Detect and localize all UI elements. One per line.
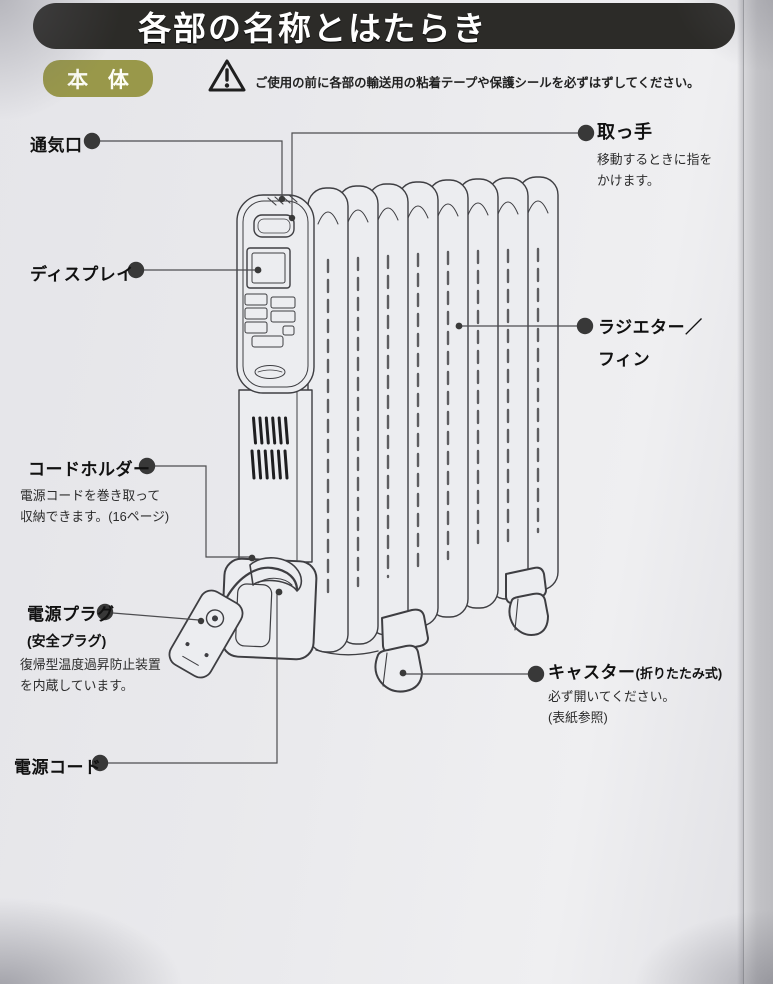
power-plug-label: 電源プラグ [27,605,115,624]
handle-desc-line1: 移動するときに指を [597,152,713,167]
page-right-edge [737,0,773,984]
dot-caster [527,665,545,683]
heater-base [238,389,313,563]
page-title-banner: 各部の名称とはたらき [33,3,735,49]
caster-desc-line1: 必ず開いてください。 [548,689,676,704]
cord-holder-label: コードホルダー [28,460,151,479]
caster-desc-line2: (表紙参照) [548,709,608,725]
caster-label: キャスター [548,663,636,682]
top-slot [253,214,295,238]
rear-caster-drawing [505,566,549,636]
power-plug-drawing [168,589,244,679]
power-cord-drawing [225,566,299,599]
dot-cord-holder [138,457,156,475]
power-plug-desc-line1: 復帰型温度過昇防止装置 [20,657,161,672]
label-cord-holder: コードホルダー 電源コードを巻き取って 収納できます。(16ページ) [20,455,169,527]
label-power-plug: 電源プラグ (安全プラグ) 復帰型温度過昇防止装置 を内蔵しています。 [20,600,161,696]
air-vent-grille [250,416,289,480]
label-handle: 取っ手 移動するときに指を かけます。 [597,118,712,191]
leader-power-plug [112,612,200,621]
power-plug-desc-line2: を内蔵しています。 [20,677,134,693]
control-buttons [244,293,296,348]
brand-logo [254,365,286,379]
dot-display [127,261,145,279]
radiator-fins [307,176,559,653]
leader-lines [100,132,578,764]
cord-holder-desc-line2: 収納できます。(16ページ) [20,508,170,524]
dot-radiator [576,317,594,335]
caster-heading: キャスター(折りたたみ式) [548,658,722,683]
label-dots [83,124,595,772]
label-vent: 通気口 [30,136,83,155]
radiator-label-line2: フィン [598,350,651,369]
power-plug-desc: 復帰型温度過昇防止装置 を内蔵しています。 [20,655,161,696]
dot-handle [577,124,595,142]
power-plug-sub-label: (安全プラグ) [27,633,107,649]
caster-sub-label: (折りたたみ式) [635,666,723,681]
cord-holder-desc-line1: 電源コードを巻き取って [20,488,161,503]
caster-desc: 必ず開いてください。 (表紙参照) [548,687,722,728]
warning-text: ご使用の前に各部の輸送用の粘着テープや保護シールを必ずはずしてください。 [255,76,700,90]
label-display: ディスプレイ [30,265,134,284]
display-window [246,247,291,289]
leader-handle [291,132,578,215]
handle-desc-line2: かけます。 [597,172,660,188]
warning-triangle-icon [208,59,246,92]
warning-note: ご使用の前に各部の輸送用の粘着テープや保護シールを必ずはずしてください。 [208,58,753,94]
section-badge: 本 体 [43,60,153,97]
label-radiator: ラジエター／ フィン [598,313,703,370]
leader-power-cord [108,594,278,764]
leader-cord-holder [155,465,250,558]
control-tower [236,194,315,394]
dot-vent [83,132,101,150]
handle-label: 取っ手 [597,122,653,142]
dot-power-plug [96,603,114,621]
pointer-dots [197,195,463,677]
front-caster-drawing [374,608,429,693]
handle-desc: 移動するときに指を かけます。 [597,150,712,191]
dot-power-cord [91,754,109,772]
leader-vent [100,140,283,197]
label-caster: キャスター(折りたたみ式) 必ず開いてください。 (表紙参照) [548,658,722,728]
cord-holder-desc: 電源コードを巻き取って 収納できます。(16ページ) [20,486,169,527]
label-power-cord: 電源コード [14,758,102,777]
radiator-label-line1: ラジエター／ [598,318,703,337]
page-title: 各部の名称とはたらき [138,10,488,47]
